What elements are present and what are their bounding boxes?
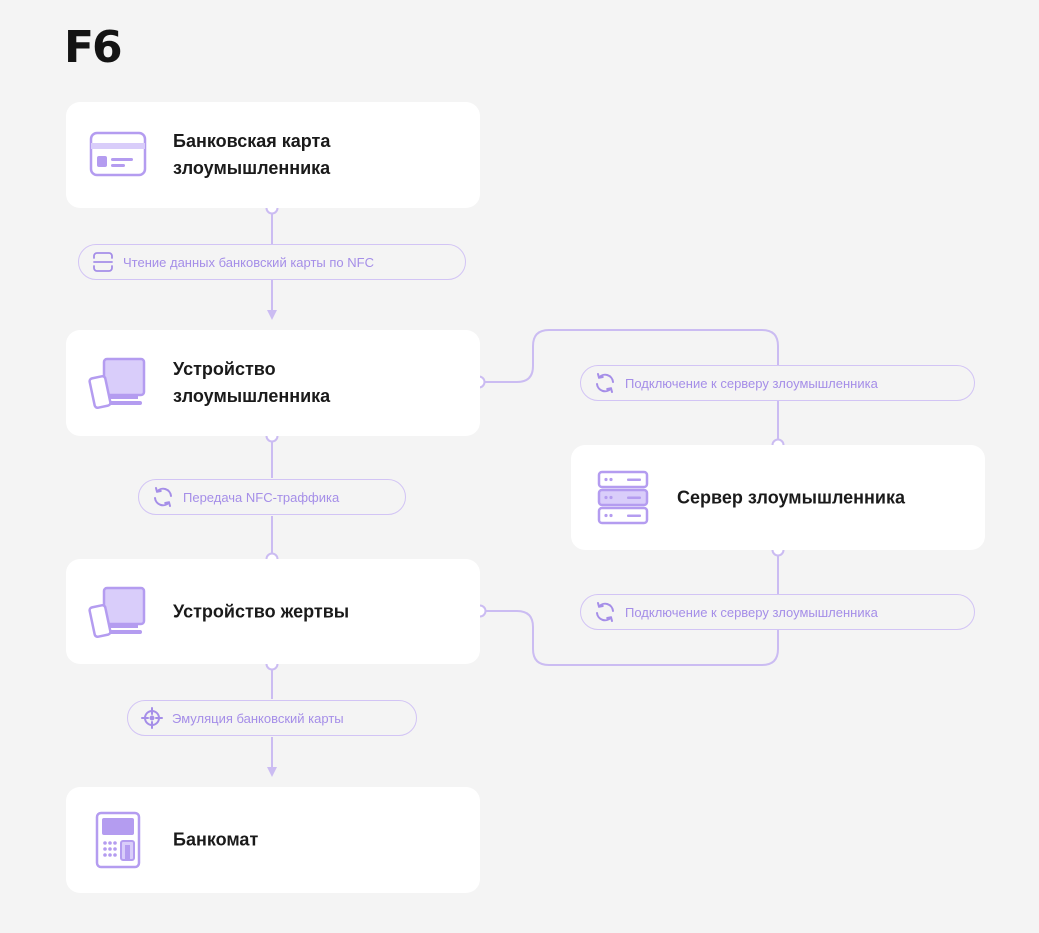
node-title: Банкомат	[173, 829, 259, 850]
node-atm: Банкомат	[66, 787, 480, 893]
node-attacker-device: Устройство злоумышленника	[66, 330, 480, 436]
node-server: Сервер злоумышленника	[571, 445, 985, 550]
node-title: Устройство жертвы	[173, 601, 350, 621]
edge-label-connect-top: Подключение к серверу злоумышленника	[580, 365, 975, 401]
server-icon	[593, 468, 653, 528]
edge-label-text: Подключение к серверу злоумышленника	[625, 375, 878, 391]
node-attacker-card: Банковская карта злоумышленника	[66, 102, 480, 208]
bank-card-icon	[88, 125, 148, 185]
node-title: Сервер злоумышленника	[677, 487, 906, 507]
edge-label-text: Передача NFC-траффика	[183, 489, 340, 505]
edge-label-emulation: Эмуляция банковский карты	[127, 700, 417, 736]
edge-label-connect-bottom: Подключение к серверу злоумышленника	[580, 594, 975, 630]
node-victim-device: Устройство жертвы	[66, 559, 480, 664]
sync-icon	[593, 371, 617, 395]
edge-label-transfer: Передача NFC-траффика	[138, 479, 406, 515]
edge-label-text: Эмуляция банковский карты	[172, 710, 344, 726]
target-icon	[140, 706, 164, 730]
atm-icon	[88, 810, 148, 870]
edge-label-read-card: Чтение данных банковский карты по NFC	[78, 244, 466, 280]
node-title: Устройство злоумышленника	[173, 359, 331, 406]
sync-icon	[151, 485, 175, 509]
logo: F6	[64, 22, 123, 73]
node-title: Банковская карта злоумышленника	[173, 131, 331, 178]
devices-icon	[88, 353, 148, 413]
devices-icon	[88, 582, 148, 642]
sync-icon	[593, 600, 617, 624]
edge-label-text: Чтение данных банковский карты по NFC	[123, 254, 374, 270]
edge-label-text: Подключение к серверу злоумышленника	[625, 604, 878, 620]
nfc-scan-icon	[91, 250, 115, 274]
